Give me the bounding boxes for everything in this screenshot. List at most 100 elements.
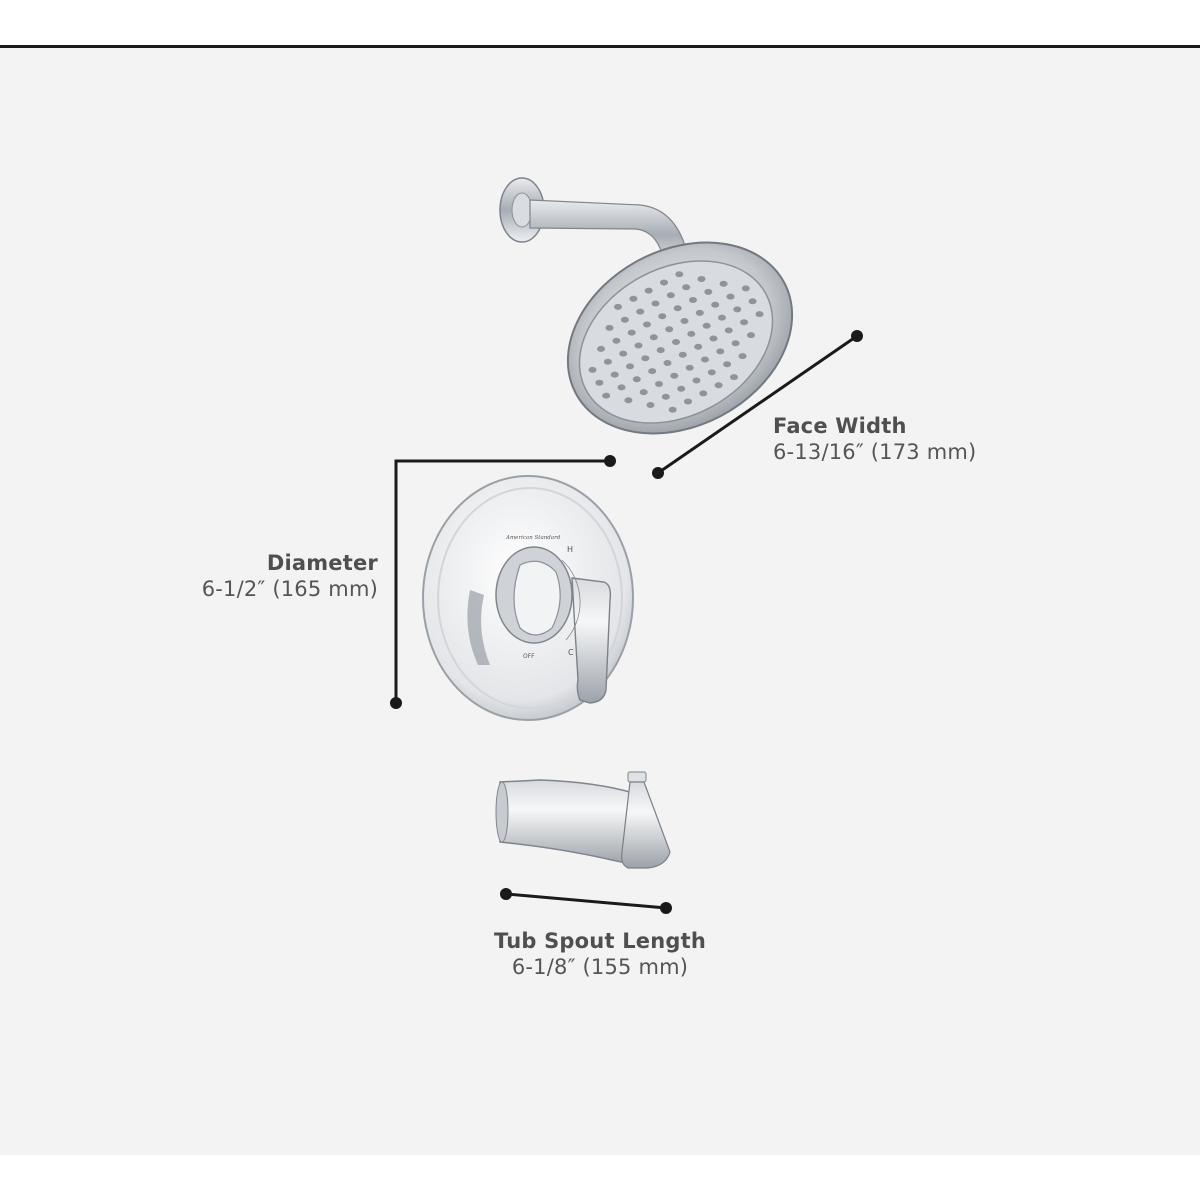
- nozzle-dot: [723, 361, 732, 368]
- nozzle-dot: [719, 280, 728, 287]
- face-width-label: Face Width 6-13/16″ (173 mm): [773, 414, 976, 465]
- nozzle-dot: [730, 374, 738, 381]
- nozzle-dot: [643, 321, 651, 328]
- handle-lever: [571, 577, 612, 704]
- nozzle-dot: [617, 384, 626, 391]
- diameter-label: Diameter 6-1/2″ (165 mm): [160, 551, 378, 602]
- nozzle-dot: [692, 377, 701, 384]
- nozzle-dot: [685, 364, 694, 371]
- nozzle-dot: [680, 318, 689, 324]
- nozzle-dot: [644, 287, 653, 294]
- nozzle-dot: [668, 406, 677, 413]
- nozzle-dot: [709, 335, 718, 342]
- nozzle-dot: [658, 313, 667, 320]
- nozzle-dot: [639, 389, 648, 396]
- tub-spout-length-line: [505, 892, 667, 910]
- nozzle-dot: [661, 393, 670, 400]
- nozzle-dot: [748, 298, 757, 305]
- nozzle-dot: [684, 398, 692, 405]
- nozzle-dot: [626, 363, 634, 370]
- spout-body: [499, 779, 641, 867]
- nozzle-dot: [651, 300, 660, 307]
- tub-spout-length-value: 6-1/8″ (155 mm): [511, 954, 689, 979]
- tub-spout-endpoint: [660, 902, 672, 914]
- diverter-stem: [621, 781, 671, 869]
- top-rule: [0, 45, 1200, 48]
- nozzle-dot: [641, 355, 650, 362]
- face-width-title: Face Width: [773, 414, 907, 438]
- face-width-line: [657, 334, 858, 475]
- nozzle-dot: [704, 288, 713, 295]
- tub-spout-endpoint: [500, 888, 512, 900]
- nozzle-dot: [655, 381, 663, 387]
- nozzle-dot: [694, 343, 703, 350]
- diameter-value: 6-1/2″ (165 mm): [201, 576, 378, 601]
- diameter-endpoint: [604, 455, 616, 467]
- nozzle-dot: [648, 368, 657, 375]
- nozzle-dot: [619, 350, 628, 357]
- nozzle-dot: [740, 319, 749, 326]
- nozzle-dot: [747, 332, 755, 339]
- off-mark: OFF: [523, 653, 535, 660]
- nozzle-dot: [733, 306, 742, 313]
- diameter-line: [394, 459, 610, 703]
- nozzle-dot: [699, 390, 708, 397]
- nozzle-dot: [687, 330, 696, 337]
- face-width-endpoint: [652, 467, 664, 479]
- nozzle-dot: [731, 340, 740, 347]
- nozzle-dot: [646, 402, 655, 408]
- nozzle-dot: [595, 379, 604, 386]
- shower-head: [499, 177, 794, 435]
- nozzle-dot: [660, 279, 668, 286]
- nozzle-dot: [695, 309, 704, 316]
- valve-trim: H C OFF American Standard: [422, 475, 634, 721]
- nozzle-dot: [605, 324, 614, 331]
- nozzle-dot: [656, 347, 665, 354]
- cold-mark: C: [568, 648, 574, 657]
- nozzle-dot: [672, 339, 680, 345]
- nozzle-dot: [755, 311, 764, 318]
- nozzle-dot: [724, 327, 733, 334]
- nozzle-dot: [649, 334, 658, 341]
- nozzle-dot: [677, 385, 686, 392]
- nozzle-dot: [673, 305, 682, 312]
- nozzle-dot: [689, 297, 697, 303]
- nozzle-dot: [614, 303, 622, 310]
- nozzle-dot: [624, 397, 633, 404]
- nozzle-dot: [636, 308, 645, 315]
- tub-spout: [495, 771, 671, 869]
- nozzle-dot: [670, 372, 679, 379]
- nozzle-dot: [675, 271, 684, 278]
- nozzle-dot: [610, 371, 619, 378]
- nozzle-dot: [678, 351, 687, 358]
- nozzle-dot: [682, 284, 691, 291]
- nozzle-dot: [632, 376, 641, 383]
- nozzle-dot: [588, 366, 597, 373]
- face-width-endpoint: [851, 330, 863, 342]
- nozzle-dot: [702, 322, 711, 329]
- brand-logo: American Standard: [505, 535, 561, 541]
- nozzle-dot: [697, 276, 706, 282]
- nozzle-dot: [602, 392, 611, 399]
- nozzle-dot: [707, 369, 716, 376]
- nozzle-dot: [726, 293, 735, 300]
- nozzle-dot: [701, 356, 709, 363]
- tub-spout-length-label: Tub Spout Length 6-1/8″ (155 mm): [450, 929, 750, 980]
- nozzle-dot: [603, 358, 612, 365]
- nozzle-dot: [663, 360, 672, 366]
- nozzle-dot: [612, 337, 621, 344]
- nozzle-dot: [597, 345, 605, 352]
- diameter-title: Diameter: [266, 551, 378, 575]
- nozzle-dot: [716, 348, 725, 355]
- nozzle-dot: [738, 353, 747, 360]
- spray-nozzles: [588, 271, 764, 413]
- face-width-value: 6-13/16″ (173 mm): [773, 439, 977, 464]
- nozzle-dot: [714, 382, 723, 389]
- nozzle-dot: [718, 314, 726, 321]
- hot-mark: H: [567, 545, 573, 554]
- tub-spout-length-title: Tub Spout Length: [494, 929, 706, 953]
- nozzle-dot: [666, 292, 675, 299]
- diameter-endpoint: [390, 697, 402, 709]
